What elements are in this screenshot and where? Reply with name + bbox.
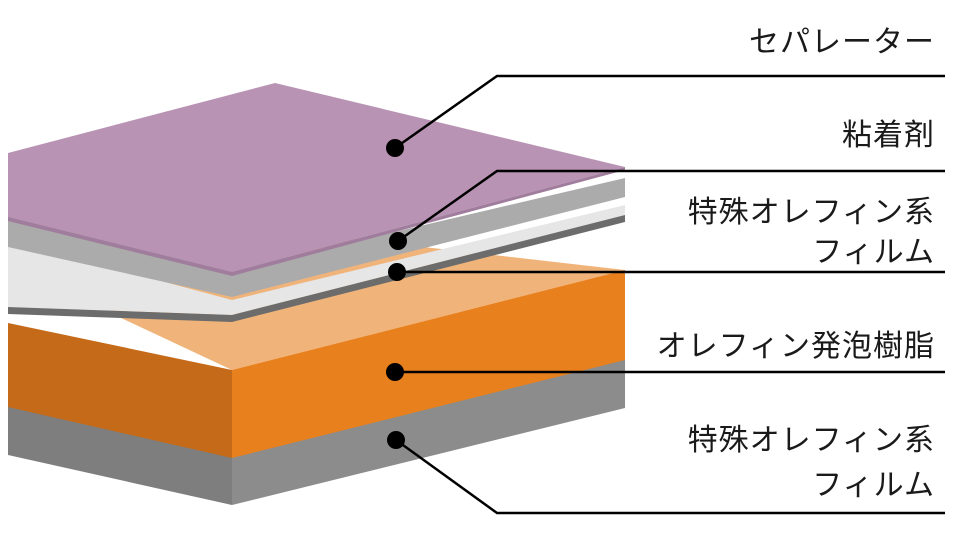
adhesive-label: 粘着剤: [842, 118, 935, 153]
bottom-film-label-line1: 特殊オレフィン系: [688, 423, 935, 458]
bottom-film-left-face: [8, 395, 232, 505]
top-film-layer: [8, 205, 625, 322]
separator-label: セパレーター: [749, 25, 935, 60]
top-film-label-line2: フィルム: [812, 235, 935, 270]
top-film-marker-dot: [388, 263, 406, 281]
adhesive-layer: [8, 178, 625, 297]
bottom-film-front-face: [232, 348, 625, 505]
separator-leader-line: [394, 74, 945, 150]
foam-front-face: [232, 270, 625, 458]
adhesive-face: [8, 178, 625, 297]
separator-top-face: [8, 83, 625, 272]
separator-marker-dot: [386, 139, 404, 157]
bottom-film-marker-dot: [387, 431, 405, 449]
bottom-film-layer: [8, 348, 625, 505]
adhesive-marker-dot: [389, 232, 407, 250]
top-film-label-line1: 特殊オレフィン系: [688, 195, 935, 230]
top-film-face: [8, 205, 625, 315]
bottom-film-label-line2: フィルム: [812, 468, 935, 503]
bottom-film-leader-line: [395, 438, 945, 515]
foam-label: オレフィン発泡樹脂: [657, 329, 935, 364]
adhesive-leader-line: [397, 169, 945, 243]
foam-left-face: [8, 323, 232, 458]
top-film-edge: [8, 215, 625, 322]
foam-marker-dot: [386, 363, 404, 381]
separator-layer: [8, 83, 625, 276]
